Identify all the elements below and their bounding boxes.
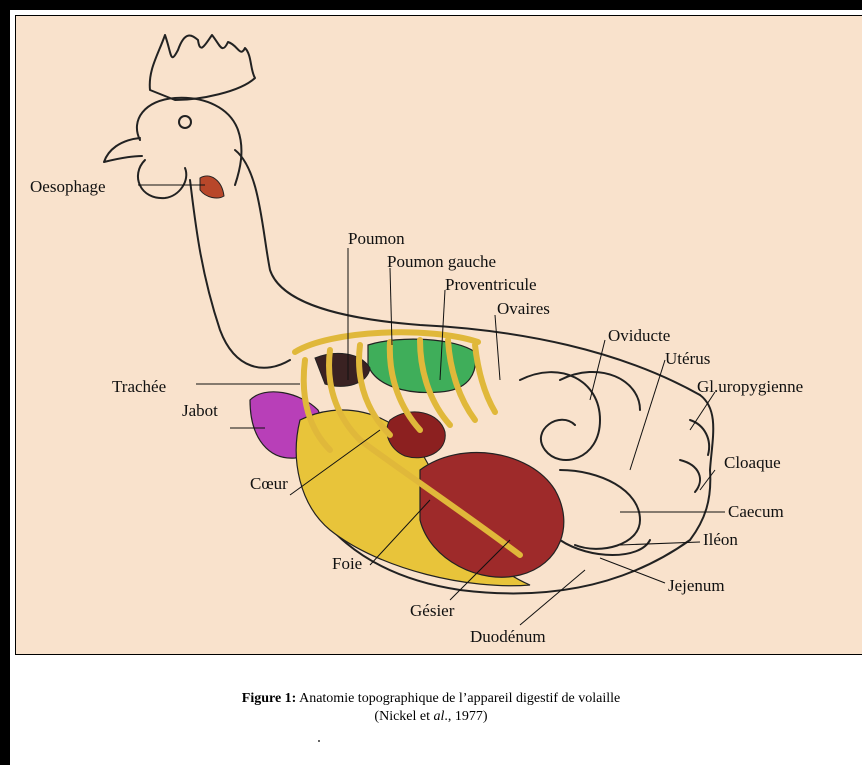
label-cloaque: Cloaque: [724, 454, 781, 471]
tail: [680, 420, 709, 492]
label-ovaires: Ovaires: [497, 300, 550, 317]
label-gl-uropygienne: Gl.uropygienne: [697, 378, 803, 395]
beak: [104, 138, 142, 162]
neck-front: [190, 180, 290, 368]
caption-ref-italic: al: [434, 709, 445, 724]
label-poumon: Poumon: [348, 230, 405, 247]
figure-caption: Figure 1: Anatomie topographique de l’ap…: [0, 690, 862, 726]
caption-figure-label: Figure 1:: [242, 691, 297, 706]
label-trachee: Trachée: [112, 378, 166, 395]
caption-ref-close: ., 1977): [444, 709, 487, 724]
wattles: [138, 160, 186, 198]
label-proventricule: Proventricule: [445, 276, 537, 293]
label-foie: Foie: [332, 555, 362, 572]
label-caecum: Caecum: [728, 503, 784, 520]
comb: [150, 35, 255, 100]
label-oviducte: Oviducte: [608, 327, 670, 344]
caption-line-2: (Nickel et al., 1977): [0, 708, 862, 726]
caption-ref-open: (Nickel et: [374, 709, 433, 724]
head: [137, 98, 242, 185]
label-poumon-gauche: Poumon gauche: [387, 253, 496, 270]
eye: [179, 116, 191, 128]
label-oesophage: Oesophage: [30, 178, 106, 195]
stray-dot: [318, 740, 320, 742]
chicken-illustration: [0, 0, 862, 660]
label-jabot: Jabot: [182, 402, 218, 419]
oesophagus-shape: [200, 176, 224, 198]
label-duodenum: Duodénum: [470, 628, 546, 645]
caption-title: Anatomie topographique de l’appareil dig…: [299, 691, 620, 706]
label-coeur: Cœur: [250, 475, 288, 492]
oviduct-loop: [560, 372, 640, 410]
label-gesier: Gésier: [410, 602, 454, 619]
caption-line-1: Figure 1: Anatomie topographique de l’ap…: [0, 690, 862, 708]
label-uterus: Utérus: [665, 350, 710, 367]
label-jejenum: Jejenum: [668, 577, 725, 594]
label-ileon: Iléon: [703, 531, 738, 548]
